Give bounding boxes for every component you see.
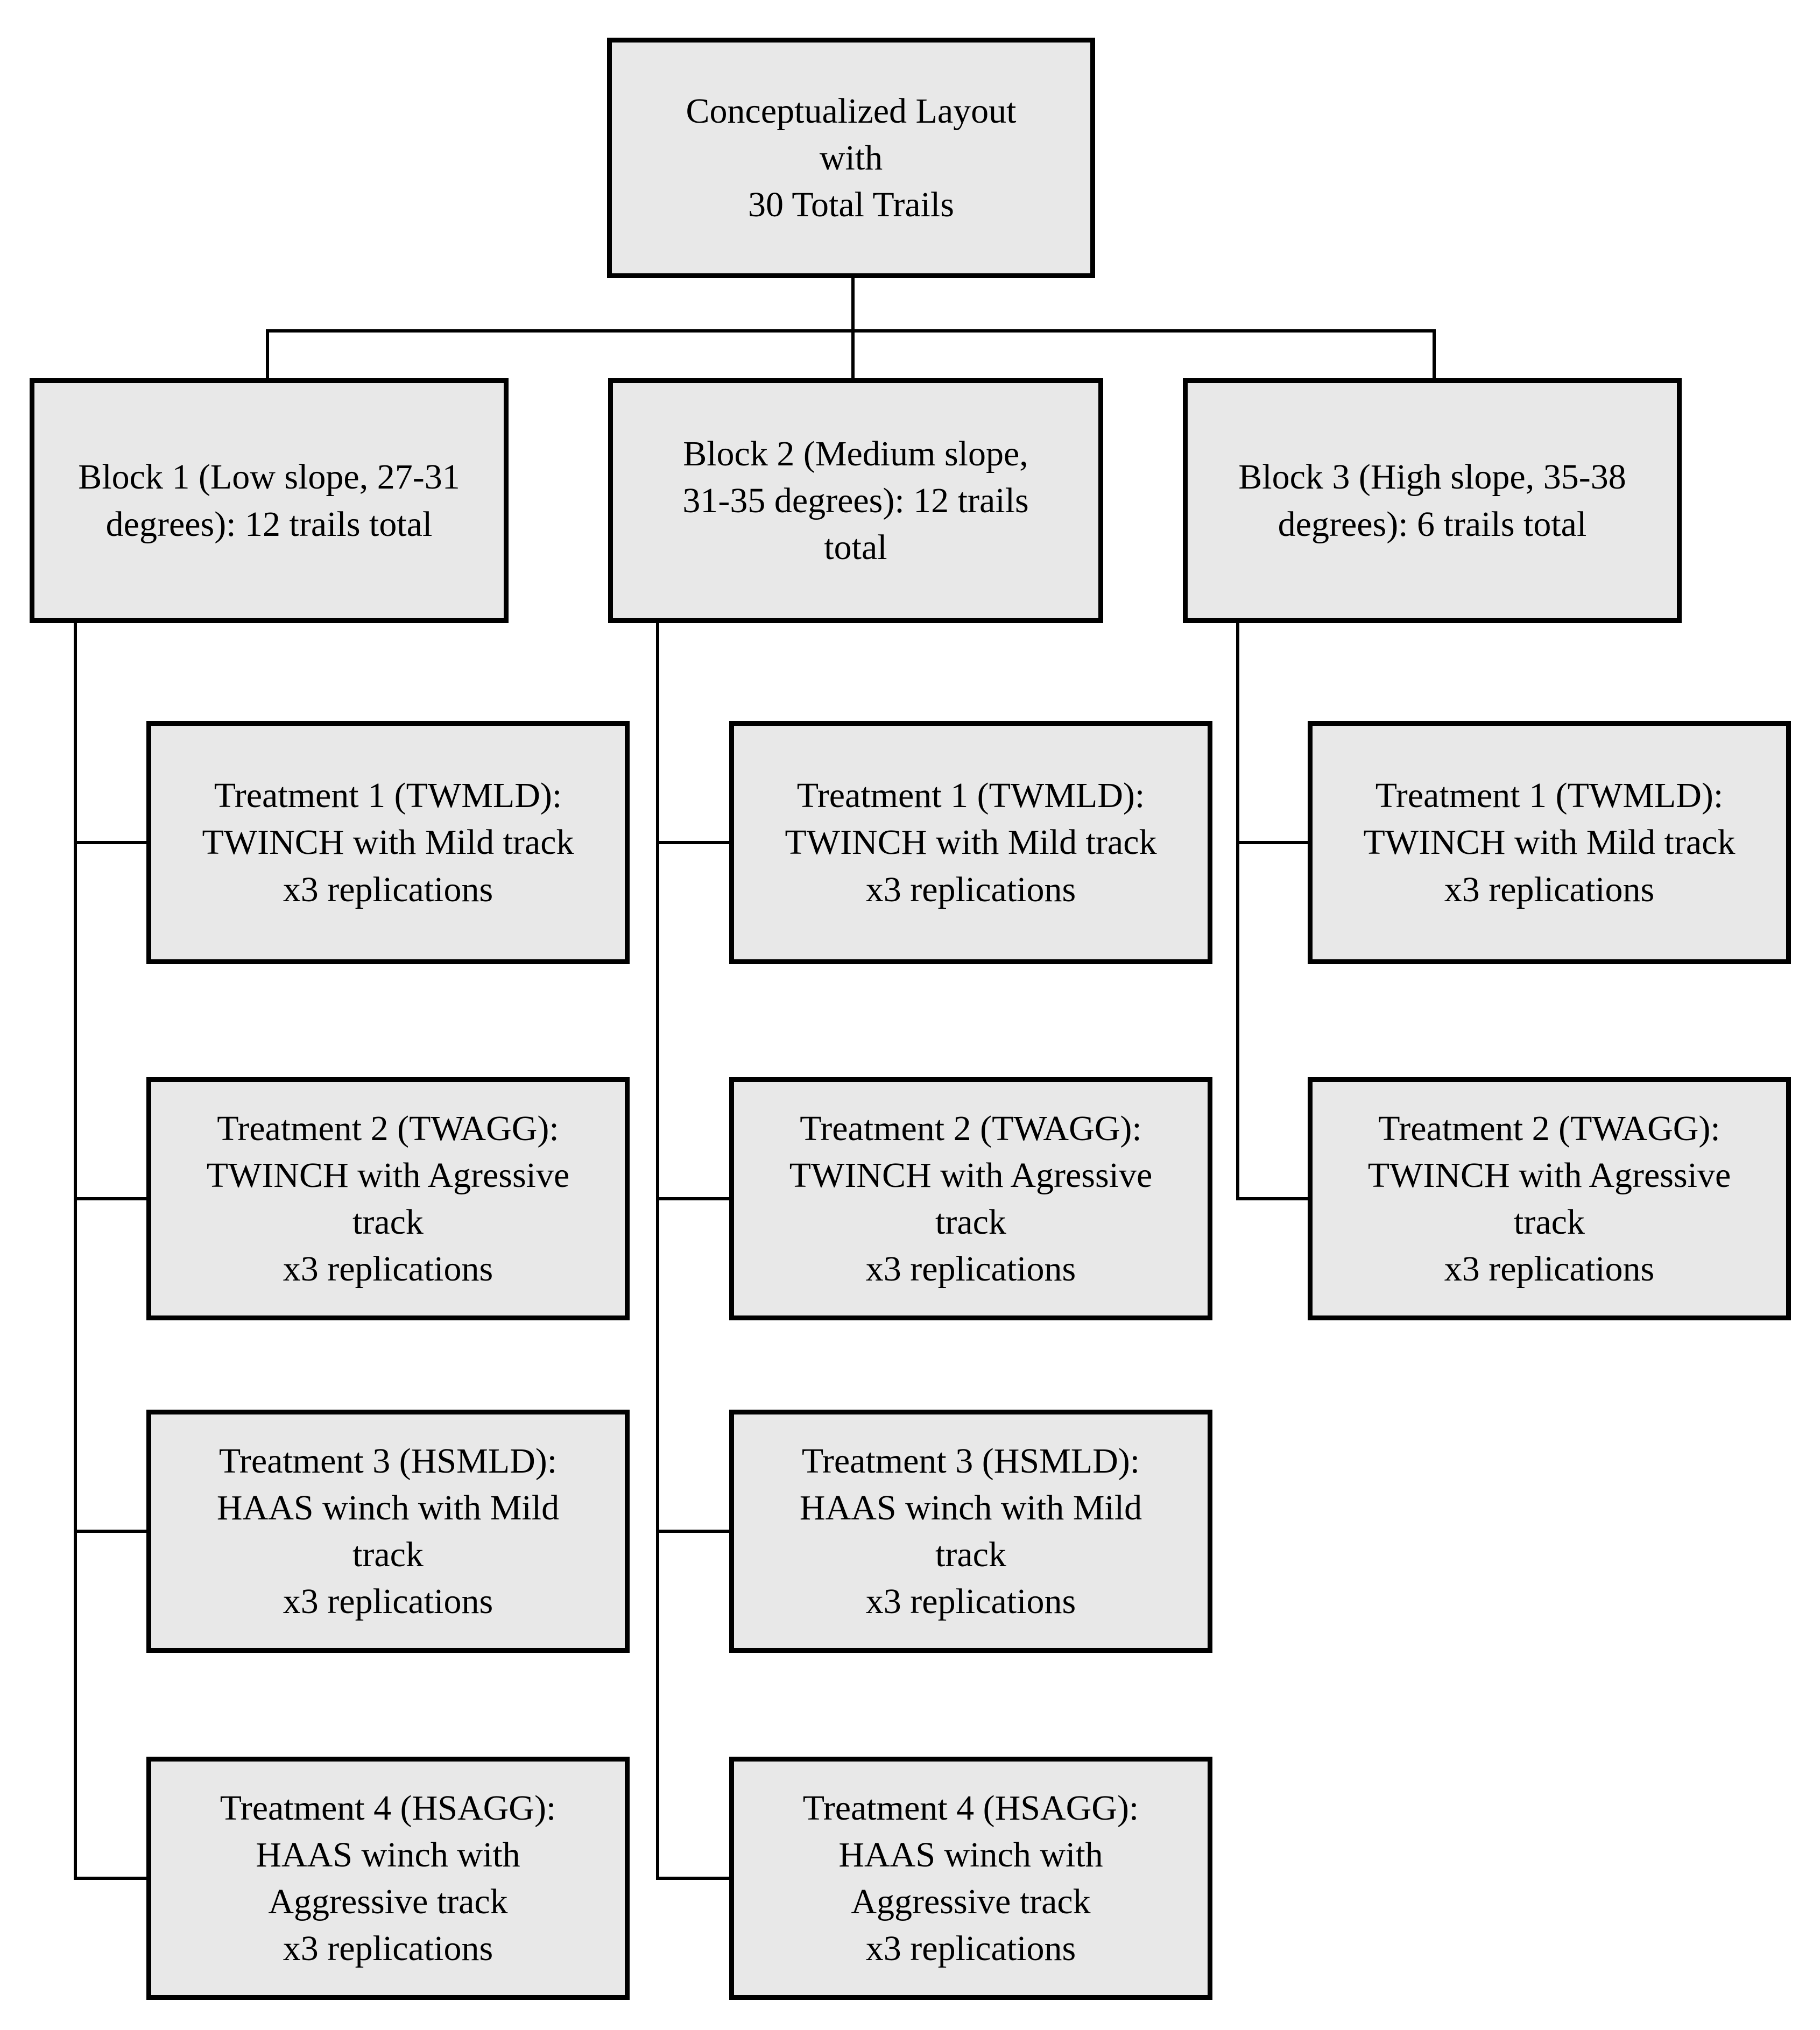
connector-block3-treatment2-stub-line xyxy=(1236,1197,1311,1200)
connector-block1-treatment3-stub-line xyxy=(74,1530,150,1533)
block1-treatment-4-box: Treatment 4 (HSAGG): HAAS winch with Agg… xyxy=(146,1757,630,2000)
connector-block2-treatment4-stub-line xyxy=(656,1877,732,1880)
connector-block3-treatment1-stub-line xyxy=(1236,841,1311,844)
block2-treatment-2-box: Treatment 2 (TWAGG): TWINCH with Agressi… xyxy=(729,1077,1212,1320)
block-3-box: Block 3 (High slope, 35-38 degrees): 6 t… xyxy=(1183,378,1682,623)
connector-blocks-spine-line xyxy=(266,329,1436,333)
connector-block1-treatment2-stub-line xyxy=(74,1197,150,1200)
connector-drop-block3-line xyxy=(1433,329,1436,380)
connector-block2-treatment2-stub-line xyxy=(656,1197,732,1200)
block3-treatment-2-label: Treatment 2 (TWAGG): TWINCH with Agressi… xyxy=(1367,1108,1731,1289)
connector-block3-trunk-line xyxy=(1236,621,1239,1200)
block1-treatment-3-box: Treatment 3 (HSMLD): HAAS winch with Mil… xyxy=(146,1410,630,1653)
block2-treatment-3-box: Treatment 3 (HSMLD): HAAS winch with Mil… xyxy=(729,1410,1212,1653)
block-2-label: Block 2 (Medium slope, 31-35 degrees): 1… xyxy=(682,434,1029,568)
block3-treatment-2-box: Treatment 2 (TWAGG): TWINCH with Agressi… xyxy=(1308,1077,1791,1320)
block1-treatment-1-label: Treatment 1 (TWMLD): TWINCH with Mild tr… xyxy=(202,776,574,909)
block2-treatment-3-label: Treatment 3 (HSMLD): HAAS winch with Mil… xyxy=(799,1441,1142,1622)
block1-treatment-3-label: Treatment 3 (HSMLD): HAAS winch with Mil… xyxy=(216,1441,560,1622)
block3-treatment-1-label: Treatment 1 (TWMLD): TWINCH with Mild tr… xyxy=(1363,776,1736,909)
block2-treatment-1-box: Treatment 1 (TWMLD): TWINCH with Mild tr… xyxy=(729,721,1212,964)
root-box-label: Conceptualized Layout with 30 Total Trai… xyxy=(686,91,1017,225)
block2-treatment-4-label: Treatment 4 (HSAGG): HAAS winch with Agg… xyxy=(802,1788,1139,1969)
connector-block2-treatment1-stub-line xyxy=(656,841,732,844)
block2-treatment-4-box: Treatment 4 (HSAGG): HAAS winch with Agg… xyxy=(729,1757,1212,2000)
block-1-box: Block 1 (Low slope, 27-31 degrees): 12 t… xyxy=(30,378,509,623)
block1-treatment-2-label: Treatment 2 (TWAGG): TWINCH with Agressi… xyxy=(206,1108,570,1289)
block-2-box: Block 2 (Medium slope, 31-35 degrees): 1… xyxy=(608,378,1103,623)
block1-treatment-4-label: Treatment 4 (HSAGG): HAAS winch with Agg… xyxy=(220,1788,556,1969)
block-3-label: Block 3 (High slope, 35-38 degrees): 6 t… xyxy=(1238,457,1626,544)
connector-block1-treatment1-stub-line xyxy=(74,841,150,844)
connector-block1-treatment4-stub-line xyxy=(74,1877,150,1880)
block-1-label: Block 1 (Low slope, 27-31 degrees): 12 t… xyxy=(78,457,460,544)
connector-block2-trunk-line xyxy=(656,621,659,1880)
connector-drop-block1-line xyxy=(266,329,269,380)
block2-treatment-2-label: Treatment 2 (TWAGG): TWINCH with Agressi… xyxy=(789,1108,1153,1289)
block2-treatment-1-label: Treatment 1 (TWMLD): TWINCH with Mild tr… xyxy=(785,776,1157,909)
block1-treatment-1-box: Treatment 1 (TWMLD): TWINCH with Mild tr… xyxy=(146,721,630,964)
connector-block1-trunk-line xyxy=(74,621,77,1880)
connector-block2-treatment3-stub-line xyxy=(656,1530,732,1533)
block1-treatment-2-box: Treatment 2 (TWAGG): TWINCH with Agressi… xyxy=(146,1077,630,1320)
root-box: Conceptualized Layout with 30 Total Trai… xyxy=(607,38,1095,278)
block3-treatment-1-box: Treatment 1 (TWMLD): TWINCH with Mild tr… xyxy=(1308,721,1791,964)
